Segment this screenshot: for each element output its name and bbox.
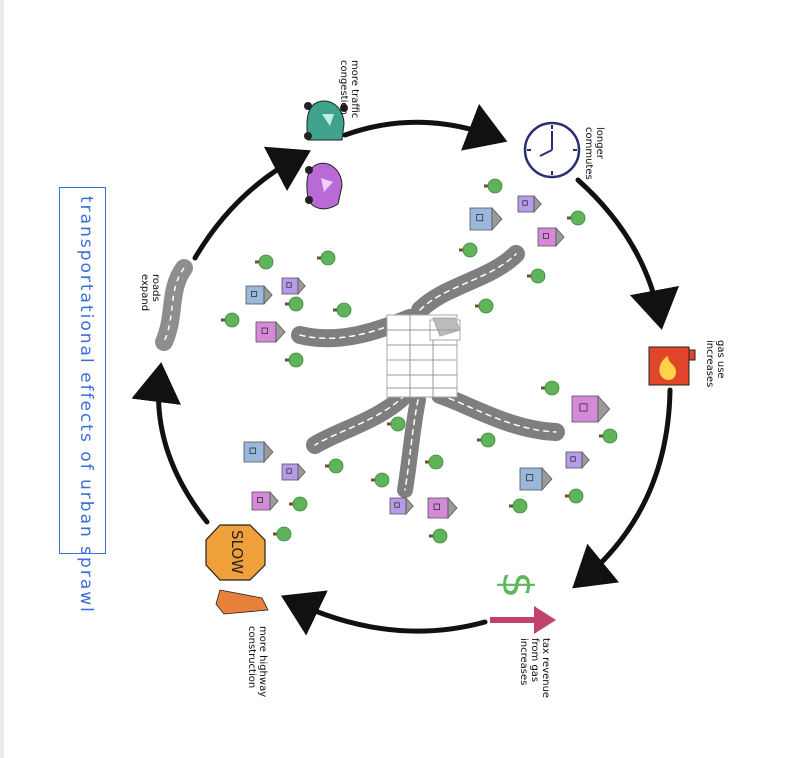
- tree-icon: [541, 380, 560, 396]
- tree-icon: [599, 428, 618, 444]
- house-icon: [389, 496, 414, 516]
- tree-icon: [285, 352, 304, 368]
- house-icon: [565, 450, 590, 470]
- car-icon-purple: [305, 162, 343, 210]
- svg-text:SLOW: SLOW: [228, 530, 246, 574]
- tree-icon: [273, 526, 292, 542]
- cone-icon: [215, 589, 269, 615]
- tree-icon: [429, 528, 448, 544]
- label-tax: tax revenue from gas increases: [518, 638, 551, 699]
- tree-icon: [477, 432, 496, 448]
- house-icon: [517, 194, 542, 214]
- house-icon: [571, 394, 611, 424]
- house-icon: [245, 284, 273, 306]
- arrow-tax-to-construction: [280, 590, 488, 636]
- slow-sign-icon: SLOW: [205, 524, 266, 581]
- road-segment-icon: [155, 259, 193, 351]
- tree-icon: [459, 242, 478, 258]
- label-gas: gas use increases: [704, 340, 726, 388]
- trees: [221, 178, 618, 544]
- gas-can-icon: [648, 346, 696, 386]
- tree-icon: [565, 488, 584, 504]
- tree-icon: [509, 498, 528, 514]
- title-box: [59, 187, 106, 554]
- arrow-gas-to-tax: [572, 387, 673, 589]
- house-icon: [251, 490, 279, 512]
- house-icon: [255, 320, 286, 344]
- tree-icon: [255, 254, 274, 270]
- tree-icon: [475, 298, 494, 314]
- left-edge-strip: [0, 0, 4, 758]
- svg-text:$: $: [493, 572, 542, 599]
- tree-icon: [325, 458, 344, 474]
- tree-icon: [371, 472, 390, 488]
- tree-icon: [567, 210, 586, 226]
- clock-icon: [523, 121, 581, 179]
- tree-icon: [289, 496, 308, 512]
- city-building-icon: [386, 314, 461, 398]
- tree-icon: [317, 250, 336, 266]
- tree-icon: [221, 312, 240, 328]
- house-icon: [469, 206, 503, 232]
- house-icon: [519, 466, 553, 492]
- cycle-arrows: [131, 103, 680, 636]
- house-icon: [537, 226, 565, 248]
- arrow-construction-to-roads: [131, 362, 210, 525]
- label-traffic: more traffic congestion: [338, 60, 360, 119]
- dollar-arrow-icon: $: [490, 572, 556, 634]
- tree-icon: [484, 178, 503, 194]
- city-roads: [291, 245, 565, 498]
- label-roads: roads expand: [139, 274, 161, 312]
- houses: [243, 194, 611, 520]
- tree-icon: [387, 416, 406, 432]
- house-icon: [243, 440, 274, 464]
- tree-icon: [425, 454, 444, 470]
- house-icon: [427, 496, 458, 520]
- car-icon: [304, 100, 348, 141]
- house-icon: [281, 462, 306, 482]
- label-commutes: longer commutes: [583, 127, 605, 180]
- arrow-commutes-to-gas: [575, 177, 680, 330]
- tree-icon: [527, 268, 546, 284]
- arrow-traffic-to-commutes: [342, 103, 508, 151]
- arrow-roads-to-traffic: [192, 146, 311, 261]
- tree-icon: [285, 296, 304, 312]
- tree-icon: [333, 302, 352, 318]
- house-icon: [281, 276, 306, 296]
- label-construction: more highway construction: [246, 626, 268, 698]
